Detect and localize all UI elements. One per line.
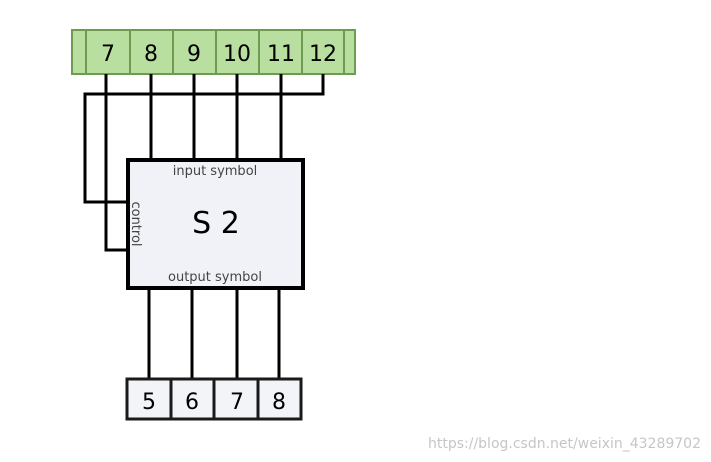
wire-bit-12-control bbox=[83, 74, 325, 204]
output-wires bbox=[147, 288, 281, 379]
output-bit-cell: 8 bbox=[256, 377, 303, 421]
watermark-text: https://blog.csdn.net/weixin_43289702 bbox=[427, 436, 701, 452]
input-bit-label: 10 bbox=[223, 42, 251, 67]
output-bit-cell: 5 bbox=[125, 377, 173, 421]
input-bit-cell: 9 bbox=[172, 29, 217, 75]
input-bit-cell: 11 bbox=[258, 29, 303, 75]
input-bit-label: 8 bbox=[144, 42, 158, 67]
output-bit-label: 5 bbox=[142, 390, 156, 415]
output-bit-cell: 6 bbox=[169, 377, 216, 421]
output-bit-label: 8 bbox=[272, 390, 286, 415]
input-bit-cell: 7 bbox=[85, 29, 131, 75]
input-bit-label: 9 bbox=[187, 42, 201, 67]
input-bit-cell: 10 bbox=[215, 29, 260, 75]
input-bit-strip: 7 8 9 10 11 12 bbox=[71, 29, 356, 75]
output-bit-cell: 7 bbox=[212, 377, 260, 421]
sbox-control-label: control bbox=[128, 201, 143, 246]
wire-bit-7-control bbox=[104, 74, 128, 252]
sbox-output-label: output symbol bbox=[168, 270, 262, 285]
sbox-input-label: input symbol bbox=[173, 164, 258, 179]
input-bit-label: 12 bbox=[309, 42, 337, 67]
sbox-title: S 2 bbox=[192, 206, 240, 241]
input-wires bbox=[83, 74, 325, 252]
input-bit-label: 11 bbox=[267, 42, 295, 67]
input-bit-label: 7 bbox=[101, 42, 115, 67]
sbox-rectangle bbox=[126, 158, 305, 290]
input-bit-cell: 12 bbox=[301, 29, 345, 75]
input-bit-cell: 8 bbox=[129, 29, 174, 75]
output-bit-label: 6 bbox=[185, 390, 199, 415]
output-bit-label: 7 bbox=[230, 390, 244, 415]
output-bit-strip: 5 6 7 8 bbox=[125, 377, 303, 421]
input-strip-left-edge bbox=[71, 29, 87, 75]
sbox-block: input symbol output symbol control S 2 bbox=[126, 158, 305, 290]
